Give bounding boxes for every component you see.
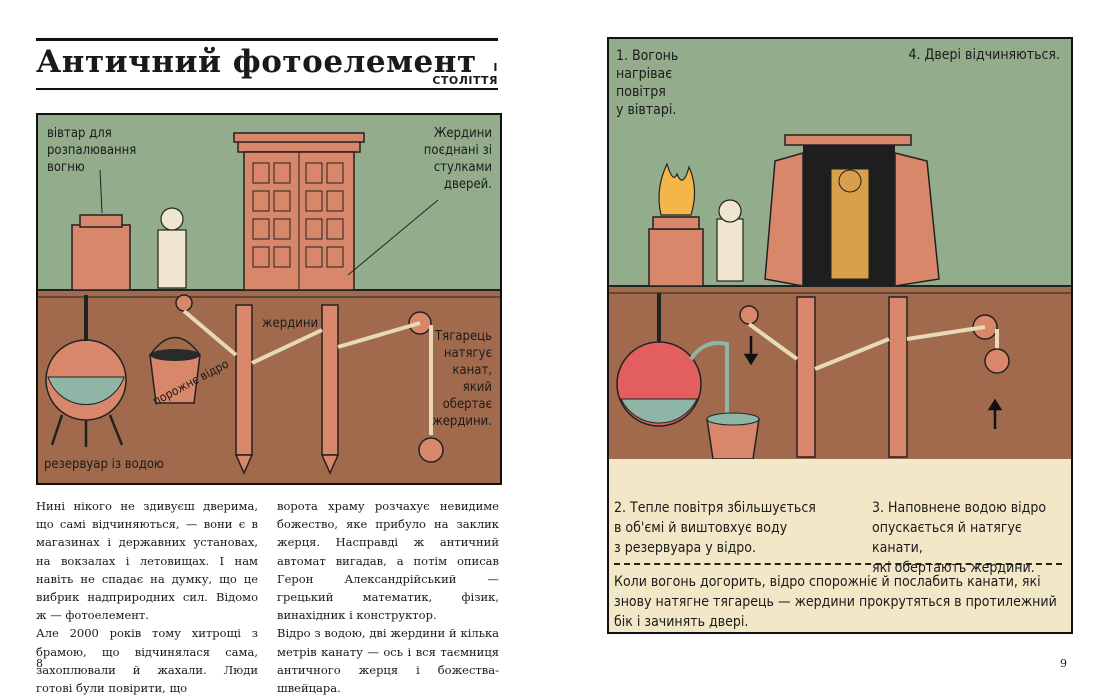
step-1-label: 1. Вогонь нагріває повітря у вівтарі. [616,48,679,118]
left-illustration-art [38,115,500,483]
closing-note: Коли вогонь догорить, відро спорожніє й … [614,574,1057,630]
page-title: Античний фотоелемент [36,44,477,80]
label-altar: вівтар для розпалювання вогню [47,126,137,175]
page-number-right: 9 [1060,657,1067,670]
body-column-2: ворота храму розчахує невидиме божество,… [277,499,499,696]
dashed-divider [614,563,1062,565]
label-poles: жердини [262,316,319,331]
label-poles-linked: Жердини поєднані зі стулками дверей. [423,126,492,192]
priest-figure [157,207,187,289]
body-column-1: Нині нікого не здивуєш дверима, що самі … [36,499,258,696]
left-illustration [36,113,502,485]
label-reservoir: резервуар із водою [44,457,164,472]
century-label: І СТОЛІТТЯ [432,61,498,87]
step-3-label: 3. Наповнене водою відро опускається й н… [872,500,1047,576]
title-bottom-rule [36,88,498,90]
step-2-label: 2. Тепле повітря збільшується в об'ємі й… [614,500,816,556]
page-number-left: 8 [36,657,43,670]
right-illustration-art [609,39,1071,459]
right-illustration [607,37,1073,634]
label-counterweight: Тягарець натягує канат, який обертає жер… [432,329,492,429]
title-top-rule [36,38,498,41]
fire-icon [658,162,696,216]
step-4-label: 4. Двері відчиняються. [908,47,1060,63]
